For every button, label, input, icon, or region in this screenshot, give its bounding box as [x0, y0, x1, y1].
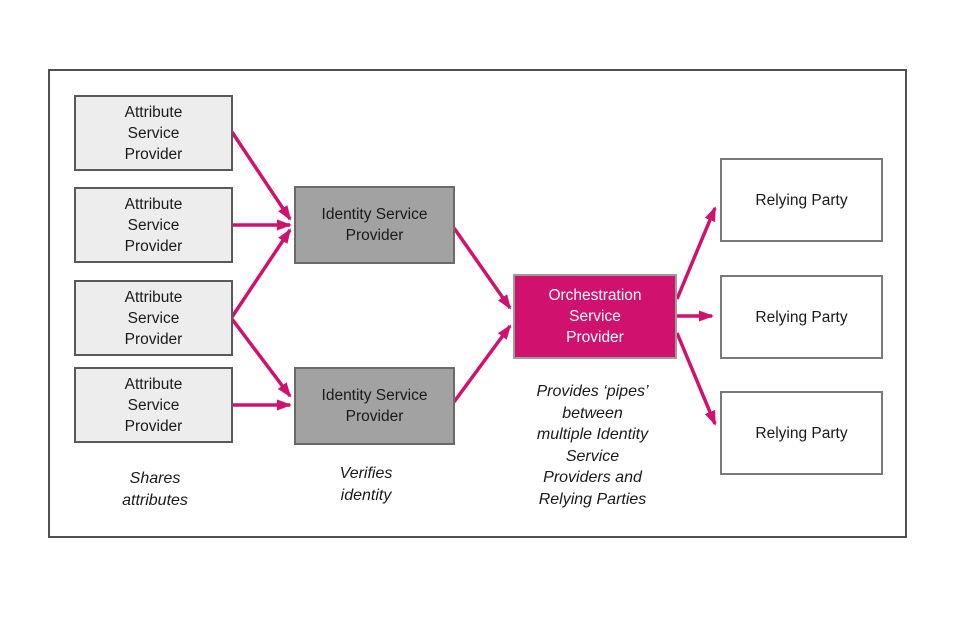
- caption-shares-attributes: Shares attributes: [122, 470, 188, 509]
- attribute-service-provider-box-1: Attribute Service Provider: [74, 95, 233, 171]
- relying-party-box-3: Relying Party: [720, 391, 883, 475]
- attribute-service-provider-box-2: Attribute Service Provider: [74, 187, 233, 263]
- caption-verifies-identity: Verifies identity: [339, 465, 393, 504]
- attribute-service-provider-box-3: Attribute Service Provider: [74, 280, 233, 356]
- identity-service-provider-box-1: Identity Service Provider: [294, 186, 455, 264]
- attribute-service-provider-box-4: Attribute Service Provider: [74, 367, 233, 443]
- identity-service-provider-box-2: Identity Service Provider: [294, 367, 455, 445]
- relying-party-box-2: Relying Party: [720, 275, 883, 359]
- caption-provides-pipes: Provides ‘pipes’ between multiple Identi…: [536, 383, 649, 508]
- orchestration-service-provider-box: Orchestration Service Provider: [513, 274, 677, 359]
- relying-party-box-1: Relying Party: [720, 158, 883, 242]
